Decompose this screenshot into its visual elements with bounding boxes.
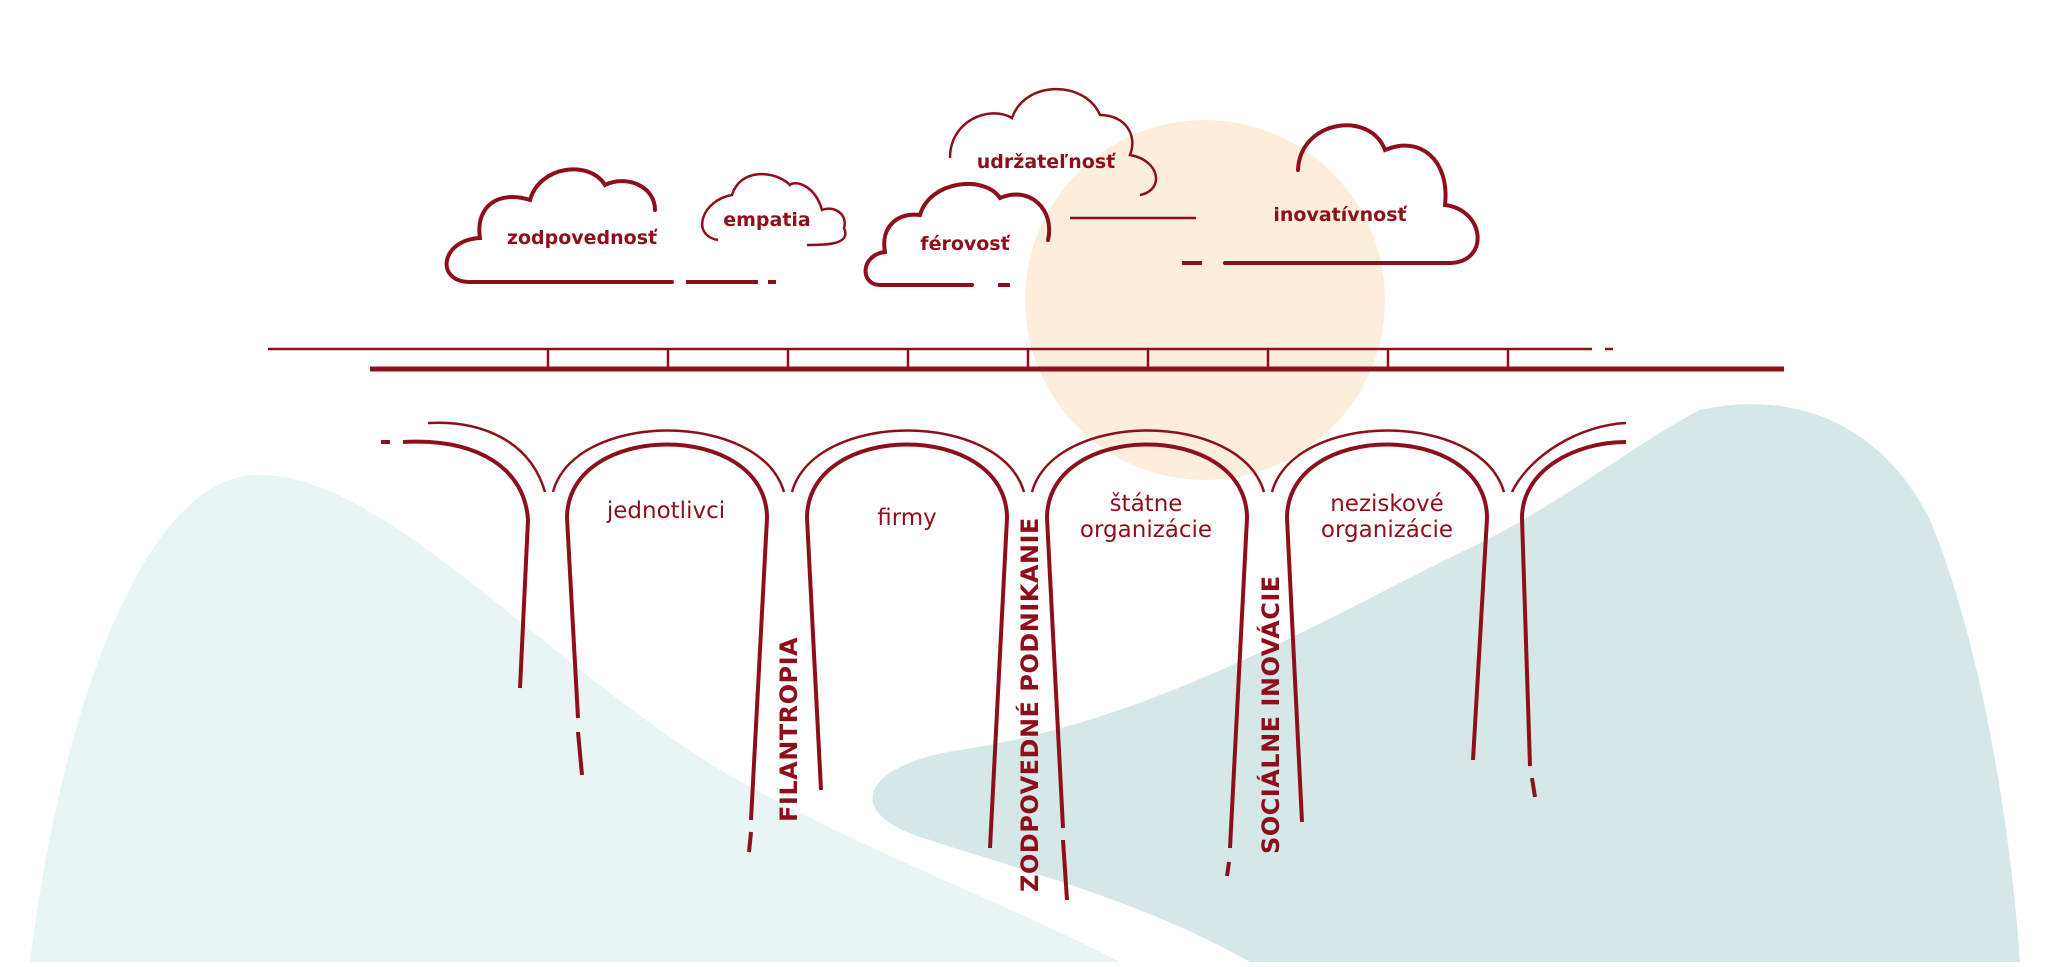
arch-label-neziskove-line2: organizácie bbox=[1321, 517, 1453, 543]
arch-4-inner bbox=[1284, 442, 1490, 823]
cloud-udrzatelnost: udržateľnosť bbox=[948, 87, 1196, 220]
arch-4-outer bbox=[1270, 429, 1506, 493]
sun bbox=[1025, 120, 1385, 480]
arch-1-inner bbox=[564, 442, 770, 821]
cloud-ferovost: férovosť bbox=[863, 182, 1052, 287]
arch-1-dash-right bbox=[747, 831, 753, 853]
arch-3-outer bbox=[1030, 429, 1266, 493]
arch-label-firmy: firmy bbox=[877, 505, 937, 531]
cloud-outline bbox=[700, 173, 847, 247]
arch-1-dash-left bbox=[576, 731, 584, 776]
background-layer bbox=[30, 120, 2020, 962]
arch-left-partial-outer bbox=[427, 421, 547, 493]
arch-3-dash-left bbox=[1061, 839, 1069, 901]
cloud-outline bbox=[444, 167, 674, 284]
arch-label-neziskove-line1: neziskové bbox=[1330, 491, 1444, 517]
pillar-label-zodpovedne-podnikanie: ZODPOVEDNÉ PODNIKANIE bbox=[1015, 517, 1044, 892]
cloud-label-empatia: empatia bbox=[723, 209, 811, 231]
arch-3-dash-right bbox=[1225, 861, 1231, 877]
arch-labels: jednotlivci firmy štátne organizácie nez… bbox=[606, 491, 1453, 543]
cloud-label-ferovost: férovosť bbox=[920, 233, 1010, 255]
hill-left bbox=[30, 474, 1120, 962]
cloud-outline bbox=[948, 87, 1158, 197]
cloud-zodpovednost: zodpovednosť bbox=[444, 167, 776, 284]
arch-right-dash bbox=[1530, 777, 1537, 798]
arch-right-partial-inner bbox=[1519, 440, 1627, 767]
bridge-deck bbox=[268, 347, 1784, 372]
cloud-outline bbox=[1223, 123, 1480, 265]
cloud-empatia: empatia bbox=[700, 173, 847, 247]
pillar-label-socialne-inovacie: SOCIÁLNE INOVÁCIE bbox=[1256, 575, 1285, 854]
cloud-label-udrzatelnost: udržateľnosť bbox=[977, 151, 1116, 173]
cloud-label-zodpovednost: zodpovednosť bbox=[507, 227, 658, 249]
cloud-label-inovativnost: inovatívnosť bbox=[1273, 204, 1407, 226]
arch-label-jednotlivci: jednotlivci bbox=[606, 498, 725, 524]
cloud-outline bbox=[863, 182, 1052, 287]
arch-1-outer bbox=[551, 429, 786, 493]
bridge-arches bbox=[381, 421, 1627, 901]
arch-label-statne-line1: štátne bbox=[1110, 491, 1183, 517]
deck-posts bbox=[546, 349, 1510, 369]
arch-right-partial-outer bbox=[1510, 421, 1627, 493]
hill-right bbox=[872, 404, 2020, 962]
arch-left-partial-inner bbox=[381, 439, 531, 689]
pillar-labels: FILANTROPIA ZODPOVEDNÉ PODNIKANIE SOCIÁL… bbox=[775, 517, 1285, 892]
arch-label-statne-line2: organizácie bbox=[1080, 517, 1212, 543]
arch-2-inner bbox=[804, 442, 1010, 849]
pillar-label-filantropia: FILANTROPIA bbox=[775, 637, 803, 822]
arch-2-outer bbox=[790, 429, 1026, 493]
arch-3-inner bbox=[1044, 442, 1250, 849]
cloud-inovativnost: inovatívnosť bbox=[1182, 123, 1480, 265]
